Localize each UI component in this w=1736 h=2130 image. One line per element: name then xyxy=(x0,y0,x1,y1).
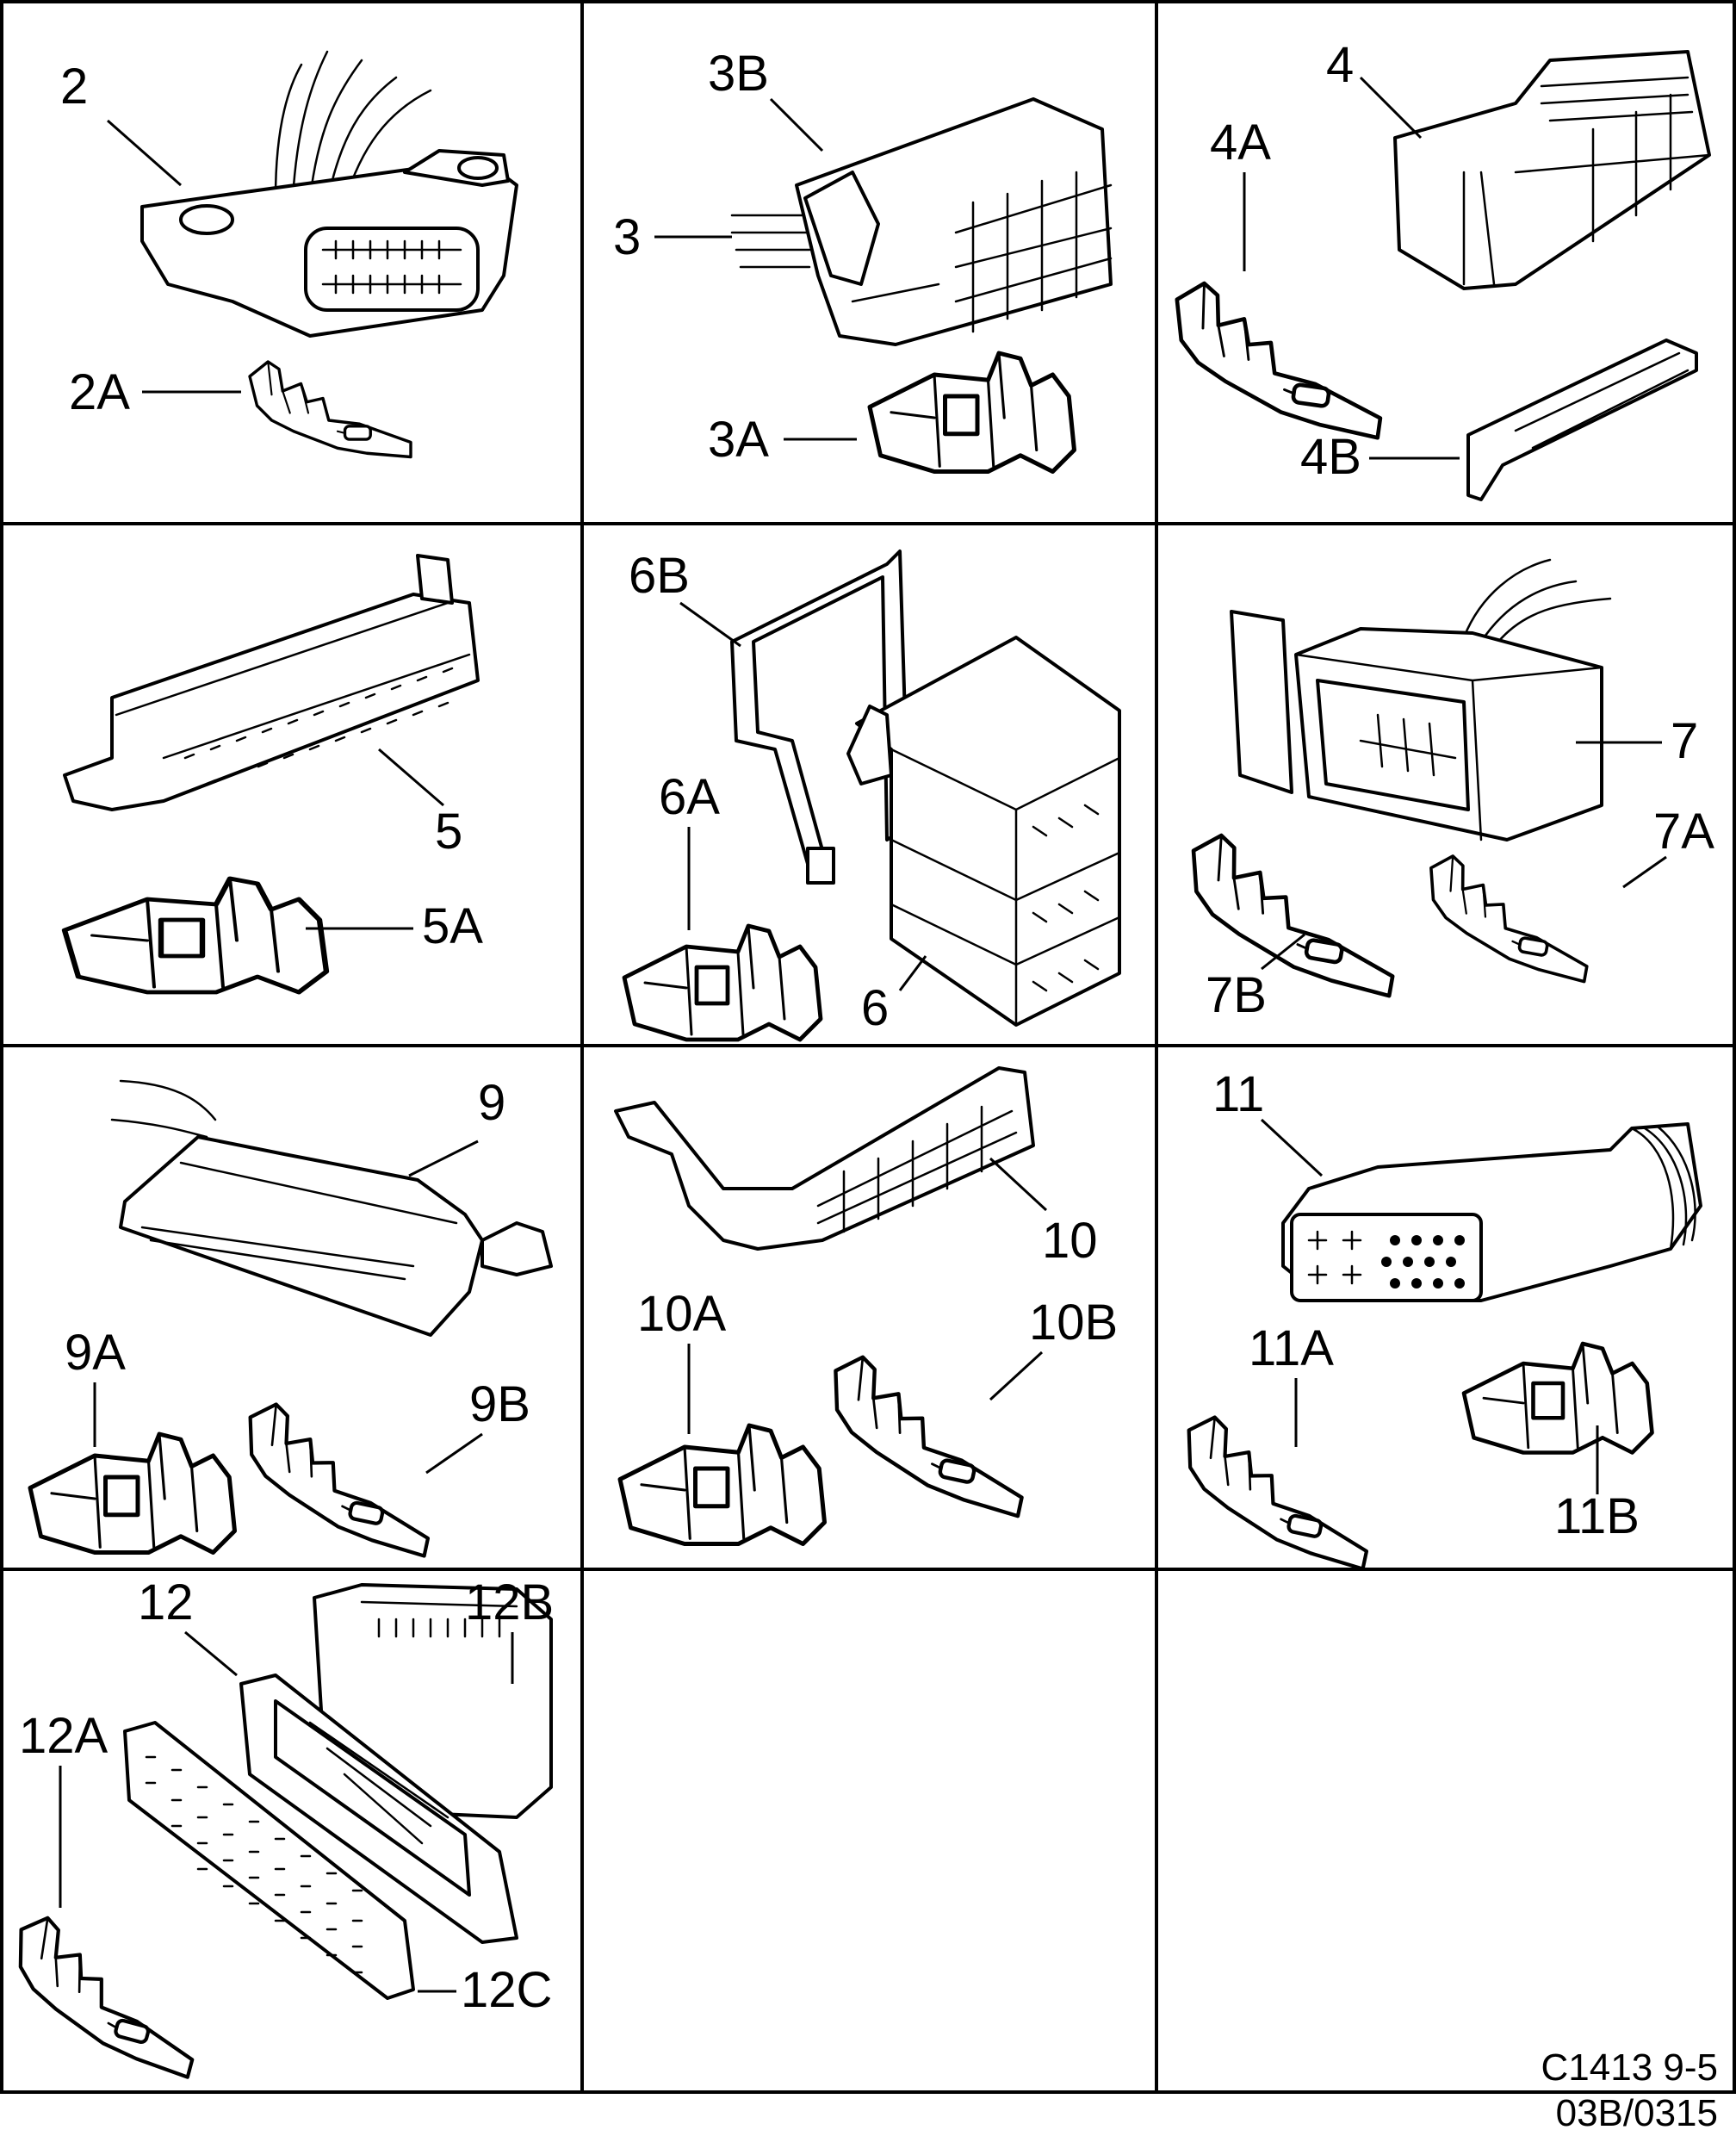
leader-6 xyxy=(898,955,927,991)
leader-7a xyxy=(1622,855,1667,889)
leader-10 xyxy=(989,1157,1048,1212)
terminal-9b-drawing xyxy=(230,1400,449,1556)
cell-connector-7: 7 7A 7B xyxy=(1175,558,1714,1023)
label-6: 6 xyxy=(861,980,889,1036)
leader-6b xyxy=(679,601,741,648)
leader-11 xyxy=(1260,1118,1324,1177)
label-4b: 4B xyxy=(1300,429,1361,485)
label-11b: 11B xyxy=(1554,1488,1640,1544)
leader-4 xyxy=(1359,76,1423,140)
connector-3-drawing xyxy=(730,97,1113,346)
label-6b: 6B xyxy=(629,548,690,604)
terminal-2a-drawing xyxy=(248,360,412,459)
label-9: 9 xyxy=(478,1075,505,1131)
label-7b: 7B xyxy=(1206,967,1267,1023)
connector-10-drawing xyxy=(614,1066,1035,1251)
label-11: 11 xyxy=(1212,1066,1264,1122)
leader-10b xyxy=(989,1351,1044,1401)
terminal-3a-drawing xyxy=(870,353,1075,472)
cell-connector-9: 9 9A 9B xyxy=(30,1075,553,1556)
cell-connector-2: 2 2A xyxy=(60,50,518,459)
cell-connector-4: 4 4A 4B xyxy=(1162,37,1711,501)
label-12c: 12C xyxy=(461,1962,552,2018)
terminal-6a-drawing xyxy=(624,926,821,1040)
terminal-11a-drawing xyxy=(1169,1413,1387,1569)
lock-4b-drawing xyxy=(1466,338,1698,501)
label-11a: 11A xyxy=(1249,1320,1334,1376)
leader-7b xyxy=(1261,933,1305,971)
cell-connector-5: 5 5A xyxy=(63,554,483,992)
label-5a: 5A xyxy=(422,898,483,954)
cell-connector-12: 12 12B 12A 12C xyxy=(0,1574,554,2077)
terminal-4a-drawing xyxy=(1162,280,1395,438)
leader-9 xyxy=(408,1140,479,1177)
connector-9-drawing xyxy=(110,1079,553,1337)
terminal-11b-drawing xyxy=(1464,1344,1652,1453)
label-3b: 3B xyxy=(708,46,769,102)
cell-connector-6: 6B 6A 6 xyxy=(624,548,1121,1040)
cell-connector-3: 3B 3 3A xyxy=(613,46,1113,472)
label-3a: 3A xyxy=(708,412,769,468)
label-3: 3 xyxy=(613,209,641,265)
terminal-10b-drawing xyxy=(814,1352,1043,1516)
label-9a: 9A xyxy=(65,1325,126,1381)
label-10b: 10B xyxy=(1029,1295,1118,1351)
cell-connector-10: 10 10A 10B xyxy=(614,1066,1118,1544)
terminal-5a-drawing xyxy=(65,879,326,992)
leader-12 xyxy=(184,1630,238,1677)
terminal-10a-drawing xyxy=(620,1425,825,1544)
label-10: 10 xyxy=(1042,1213,1098,1269)
label-7a: 7A xyxy=(1653,804,1714,860)
leader-9b xyxy=(425,1432,483,1475)
label-12a: 12A xyxy=(19,1708,108,1764)
label-12: 12 xyxy=(138,1574,194,1630)
connector-7-drawing xyxy=(1230,558,1612,841)
revision-code: 03B/0315 xyxy=(1556,2092,1718,2130)
label-10a: 10A xyxy=(637,1286,727,1342)
label-2: 2 xyxy=(60,59,88,115)
connector-11-drawing xyxy=(1281,1122,1702,1302)
label-2a: 2A xyxy=(69,364,130,420)
leader-3b xyxy=(769,97,824,152)
label-7: 7 xyxy=(1671,713,1698,769)
label-9b: 9B xyxy=(469,1376,530,1432)
terminal-7a-drawing xyxy=(1414,851,1603,984)
connector-6-drawing xyxy=(730,550,1121,1027)
terminal-9a-drawing xyxy=(30,1434,235,1553)
label-5: 5 xyxy=(435,804,462,860)
connector-2-drawing xyxy=(140,50,518,338)
connector-4-drawing xyxy=(1393,50,1711,290)
label-12b: 12B xyxy=(465,1574,554,1630)
leader-5 xyxy=(378,748,444,807)
leader-2 xyxy=(107,119,182,187)
drawing-code: C1413 9-5 xyxy=(1541,2046,1718,2089)
cell-connector-11: 11 11A 11B xyxy=(1169,1066,1702,1569)
label-4: 4 xyxy=(1326,37,1354,93)
connector-5-drawing xyxy=(63,554,480,811)
terminal-12a-drawing xyxy=(0,1912,218,2077)
connector-12-drawing xyxy=(123,1583,553,2000)
label-4a: 4A xyxy=(1210,115,1271,171)
label-6a: 6A xyxy=(659,769,720,825)
